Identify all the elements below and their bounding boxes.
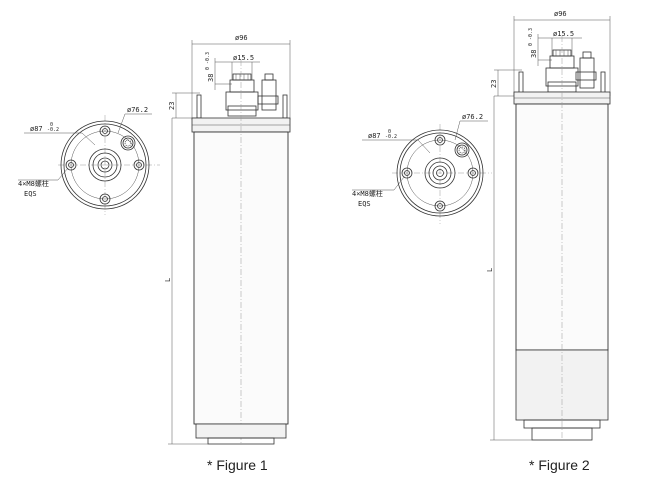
figure2-end-view xyxy=(352,120,492,224)
fig1-outer-dia-label: ø96 xyxy=(235,34,248,42)
figure1-caption: * Figure 1 xyxy=(207,457,268,473)
fig2-shaft-dia-label: ø15.5 xyxy=(553,30,574,38)
fig2-shaft-len-label: 38 xyxy=(530,50,538,58)
fig2-eqs-label: EQS xyxy=(358,200,371,208)
figure2-side-view xyxy=(490,16,611,441)
fig1-eqs-label: EQS xyxy=(24,190,37,198)
fig2-flange-h-label: 23 xyxy=(490,80,498,88)
fig1-bolt-tol-lower: -0.2 xyxy=(47,127,59,133)
fig2-pcd-label: ø76.2 xyxy=(462,113,483,121)
fig1-pcd-label: ø76.2 xyxy=(127,106,148,114)
figure2-caption: * Figure 2 xyxy=(529,457,590,473)
fig1-bolt-tol-upper: 0 xyxy=(50,122,53,128)
fig2-bolt-tol-lower: -0.2 xyxy=(385,134,397,140)
fig2-bolt-circle-label: ø87 xyxy=(368,132,381,140)
fig2-bolt-tol-upper: 0 xyxy=(388,129,391,135)
fig1-bolts-label: 4×M8螺柱 xyxy=(18,179,49,188)
fig2-length-label: L xyxy=(486,268,494,272)
fig1-length-label: L xyxy=(164,278,172,282)
fig2-bolts-label: 4×M8螺柱 xyxy=(352,189,383,198)
fig1-shaft-len-label: 38 xyxy=(207,74,215,82)
fig1-shaft-tol-label: 0 -0.3 xyxy=(205,52,211,70)
fig1-shaft-dia-label: ø15.5 xyxy=(233,54,254,62)
fig2-shaft-tol-label: 0 -0.3 xyxy=(528,28,534,46)
figure1-side-view xyxy=(168,40,291,445)
fig2-outer-dia-label: ø96 xyxy=(554,10,567,18)
figure1-end-view xyxy=(18,113,160,215)
fig1-flange-h-label: 23 xyxy=(168,102,176,110)
fig1-bolt-circle-label: ø87 xyxy=(30,125,43,133)
